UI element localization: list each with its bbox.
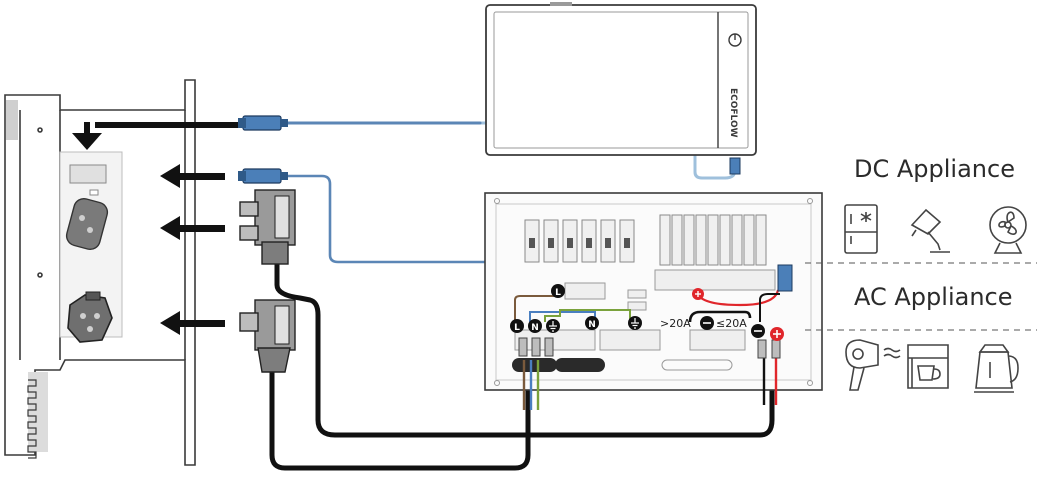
section-dividers: [805, 262, 1037, 331]
rj45-connector-bottom: [238, 168, 288, 184]
inverter-unit: [4, 79, 196, 466]
arrow-left-1: [160, 164, 180, 188]
fridge-icon: [844, 204, 878, 254]
arrow-left-3: [160, 311, 180, 335]
cable-gland-left: [512, 358, 557, 372]
desk-lamp-icon: [910, 208, 950, 253]
dc-plug: [239, 189, 296, 265]
ac-plug: [239, 299, 296, 373]
kettle-icon: [974, 344, 1019, 393]
power-cables: [269, 259, 775, 471]
power-button-icon[interactable]: [728, 33, 742, 47]
ground-symbol-icon: [549, 321, 557, 332]
brand-logo: ECOFLOW: [728, 88, 738, 138]
marker-live: L: [514, 323, 520, 333]
arrow-left-2: [160, 216, 180, 240]
distribution-box: L L N N: [484, 192, 823, 410]
coffee-maker-icon: [907, 344, 949, 389]
marker-neutral: N: [531, 323, 539, 333]
dc-appliance-label: DC Appliance: [854, 155, 1015, 183]
hair-dryer-icon: [845, 339, 901, 391]
connection-arrows: [72, 122, 240, 335]
rj45-connector-top: [238, 115, 288, 131]
terminal-strips: [514, 269, 776, 351]
arrow-down: [72, 133, 102, 150]
cable-gland-right: [555, 358, 605, 372]
power-kit-device: ECOFLOW: [485, 2, 757, 175]
marker-live-top: L: [555, 288, 561, 298]
terminal-markers: L L N N: [510, 284, 784, 341]
label-gt20a: >20A: [660, 317, 691, 330]
ac-appliance-label: AC Appliance: [854, 283, 1013, 311]
marker-neutral-bar: N: [588, 320, 596, 330]
label-le20a: ≤20A: [716, 317, 747, 330]
fan-icon: [989, 206, 1027, 254]
